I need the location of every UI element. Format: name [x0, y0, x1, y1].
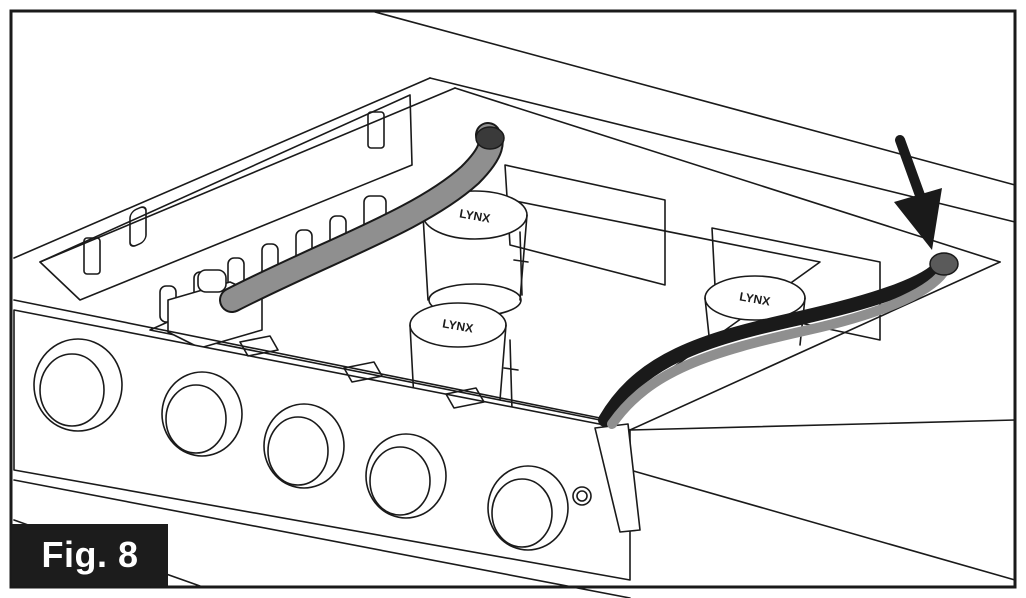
igniter-button	[572, 486, 592, 506]
burner-3-brand: LYNX	[738, 289, 771, 308]
cutout-inner-back	[454, 87, 1001, 263]
burner-2: LYNX	[409, 302, 507, 401]
countertop-left-edge	[13, 77, 431, 259]
control-knob-5	[487, 465, 569, 551]
burner-1-brand: LYNX	[458, 206, 491, 225]
control-panel-bottom-rim	[13, 479, 631, 598]
heat-shield-right	[711, 227, 881, 341]
gas-hose-left	[219, 122, 505, 313]
bracket-left	[83, 237, 101, 275]
countertop-right-front	[629, 419, 1016, 431]
bracket-right	[367, 111, 385, 149]
cutout-right-edge	[629, 261, 1001, 431]
gas-hose-right	[598, 252, 959, 429]
figure-label: Fig. 8	[12, 524, 168, 586]
heat-shield-left	[504, 164, 666, 286]
control-knob-1	[33, 338, 123, 432]
control-knob-4	[365, 433, 447, 519]
side-panel	[39, 94, 413, 301]
panel-tab-1	[239, 335, 279, 357]
panel-tab-3	[445, 387, 485, 409]
control-knob-2	[161, 371, 243, 457]
panel-tab-2	[343, 361, 383, 383]
control-knob-3	[263, 403, 345, 489]
countertop-front-lower	[629, 469, 1016, 581]
figure-border	[9, 9, 1017, 589]
cutout-left-rim	[39, 87, 456, 263]
igniter-2	[503, 339, 519, 411]
burner-2-brand: LYNX	[441, 316, 474, 335]
igniter-1	[513, 231, 529, 296]
pointer-arrow	[894, 135, 942, 250]
